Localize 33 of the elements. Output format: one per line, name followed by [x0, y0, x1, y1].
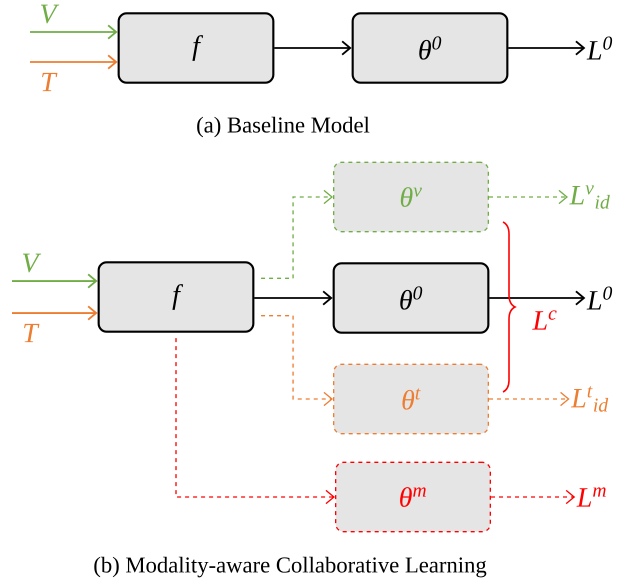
arrow [254, 290, 333, 306]
output-label: L$^{0}$ [586, 286, 612, 310]
edge-label: T [42, 72, 58, 92]
process-box: θ$^{v}$ [333, 162, 490, 232]
edge-label: V [22, 254, 42, 272]
caption: (a) Baseline Model [197, 116, 370, 138]
output-label: L$^{v}$id [569, 185, 610, 209]
process-box: θ$^{0}$ [352, 12, 508, 84]
process-box: θ$^{t}$ [333, 364, 490, 434]
process-box: f [118, 12, 274, 84]
arrow [489, 290, 586, 306]
arrow [12, 274, 98, 288]
arrow [175, 338, 335, 504]
arrow [261, 190, 333, 279]
arrow [261, 315, 333, 406]
edge-label: T [24, 324, 40, 342]
loss-label: L$^{c}$ [532, 310, 557, 330]
output-label: L$^{0}$ [586, 36, 612, 60]
output-label: L$^{t}$id [570, 386, 608, 412]
arrow [491, 490, 576, 504]
arrow [489, 190, 568, 204]
arrow [12, 306, 98, 320]
process-box: θ$^{0}$ [332, 262, 490, 334]
edge-label: V [40, 4, 60, 24]
caption: (b) Modality-aware Collaborative Learning [94, 556, 486, 578]
process-box: f [98, 261, 254, 333]
arrow [489, 392, 570, 406]
output-label: L$^{m}$ [576, 487, 606, 507]
arrow [30, 54, 118, 70]
process-box: θ$^{m}$ [335, 462, 491, 532]
arrow [274, 40, 352, 56]
arrow [30, 24, 118, 40]
arrow [508, 40, 586, 56]
